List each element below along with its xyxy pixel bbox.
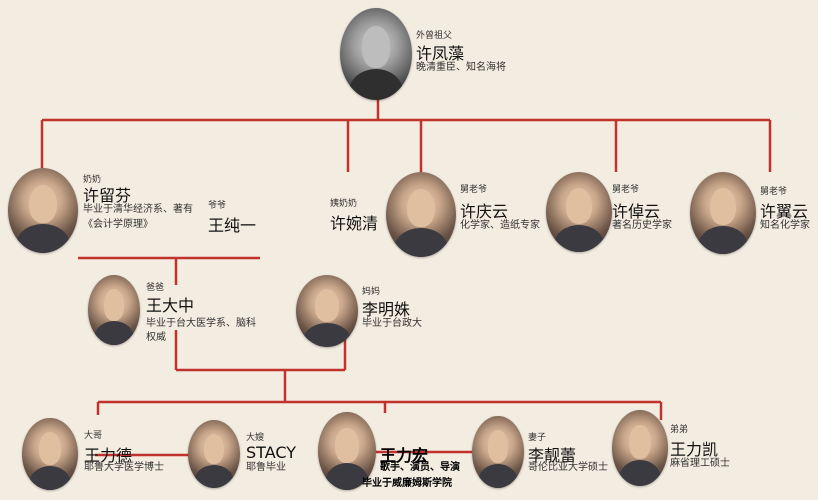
father-role: 爸爸 bbox=[146, 283, 165, 293]
younger-brother-role: 弟弟 bbox=[670, 425, 689, 435]
self-desc-line2: 毕业于威廉姆斯学院 bbox=[362, 478, 452, 489]
great-aunt-role: 姨奶奶 bbox=[330, 199, 358, 209]
great-grandfather-name: 许凤藻 bbox=[416, 44, 465, 63]
grandmother-photo bbox=[8, 168, 78, 253]
elder-brother-photo bbox=[22, 418, 78, 490]
mother-name: 李明姝 bbox=[362, 300, 411, 319]
sister-in-law-photo bbox=[188, 420, 240, 488]
great-uncle-3-role: 舅老爷 bbox=[760, 187, 788, 197]
father-photo bbox=[88, 275, 140, 345]
self-name: 王力宏 bbox=[380, 446, 429, 465]
great-uncle-3-photo bbox=[690, 172, 756, 254]
great-grandfather-role: 外曾祖父 bbox=[416, 31, 453, 41]
self-photo bbox=[318, 412, 376, 490]
great-grandfather-desc: 晚清重臣、知名海将 bbox=[416, 62, 506, 73]
younger-brother-name: 王力凯 bbox=[670, 440, 719, 459]
grandfather-name: 王纯一 bbox=[208, 216, 257, 235]
self-desc-line1: 歌手、演员、导演 bbox=[380, 462, 460, 473]
father-desc-line1: 毕业于台大医学系、脑科 bbox=[146, 318, 256, 329]
great-uncle-3-desc: 知名化学家 bbox=[760, 220, 810, 231]
mother-photo bbox=[296, 275, 358, 347]
great-uncle-2-role: 舅老爷 bbox=[612, 185, 640, 195]
elder-brother-role: 大哥 bbox=[84, 431, 103, 441]
great-uncle-3-name: 许翼云 bbox=[760, 202, 809, 221]
great-grandfather-photo bbox=[340, 8, 412, 100]
younger-brother-desc: 麻省理工硕士 bbox=[670, 458, 730, 469]
great-uncle-2-photo bbox=[546, 172, 612, 252]
grandfather-role: 爷爷 bbox=[208, 201, 227, 211]
mother-role: 妈妈 bbox=[362, 287, 381, 297]
sister-in-law-name: STACY bbox=[246, 443, 297, 462]
great-uncle-1-name: 许庆云 bbox=[460, 202, 509, 221]
father-desc-line2: 权威 bbox=[146, 332, 166, 343]
sister-in-law-role: 大嫂 bbox=[246, 433, 265, 443]
great-uncle-2-desc: 著名历史学家 bbox=[612, 220, 672, 231]
grandmother-role: 奶奶 bbox=[83, 175, 102, 185]
wife-photo bbox=[472, 416, 524, 488]
wife-desc: 哥伦比亚大学硕士 bbox=[528, 462, 608, 473]
great-uncle-2-name: 许倬云 bbox=[612, 202, 661, 221]
great-uncle-1-desc: 化学家、造纸专家 bbox=[460, 220, 540, 231]
father-name: 王大中 bbox=[146, 296, 195, 315]
younger-brother-photo bbox=[612, 410, 668, 486]
mother-desc: 毕业于台政大 bbox=[362, 318, 422, 329]
sister-in-law-desc: 耶鲁毕业 bbox=[246, 462, 286, 473]
elder-brother-name: 王力德 bbox=[84, 446, 133, 465]
grandmother-name: 许留芬 bbox=[83, 186, 132, 205]
great-uncle-1-role: 舅老爷 bbox=[460, 185, 488, 195]
great-aunt-name: 许婉清 bbox=[330, 214, 379, 233]
great-uncle-1-photo bbox=[386, 172, 456, 257]
grandmother-desc-line2: 《会计学原理》 bbox=[83, 219, 153, 230]
wife-name: 李靓蕾 bbox=[528, 446, 577, 465]
wife-role: 妻子 bbox=[528, 433, 547, 443]
grandmother-desc-line1: 毕业于清华经济系、著有 bbox=[83, 204, 193, 215]
elder-brother-desc: 耶鲁大学医学博士 bbox=[84, 462, 164, 473]
